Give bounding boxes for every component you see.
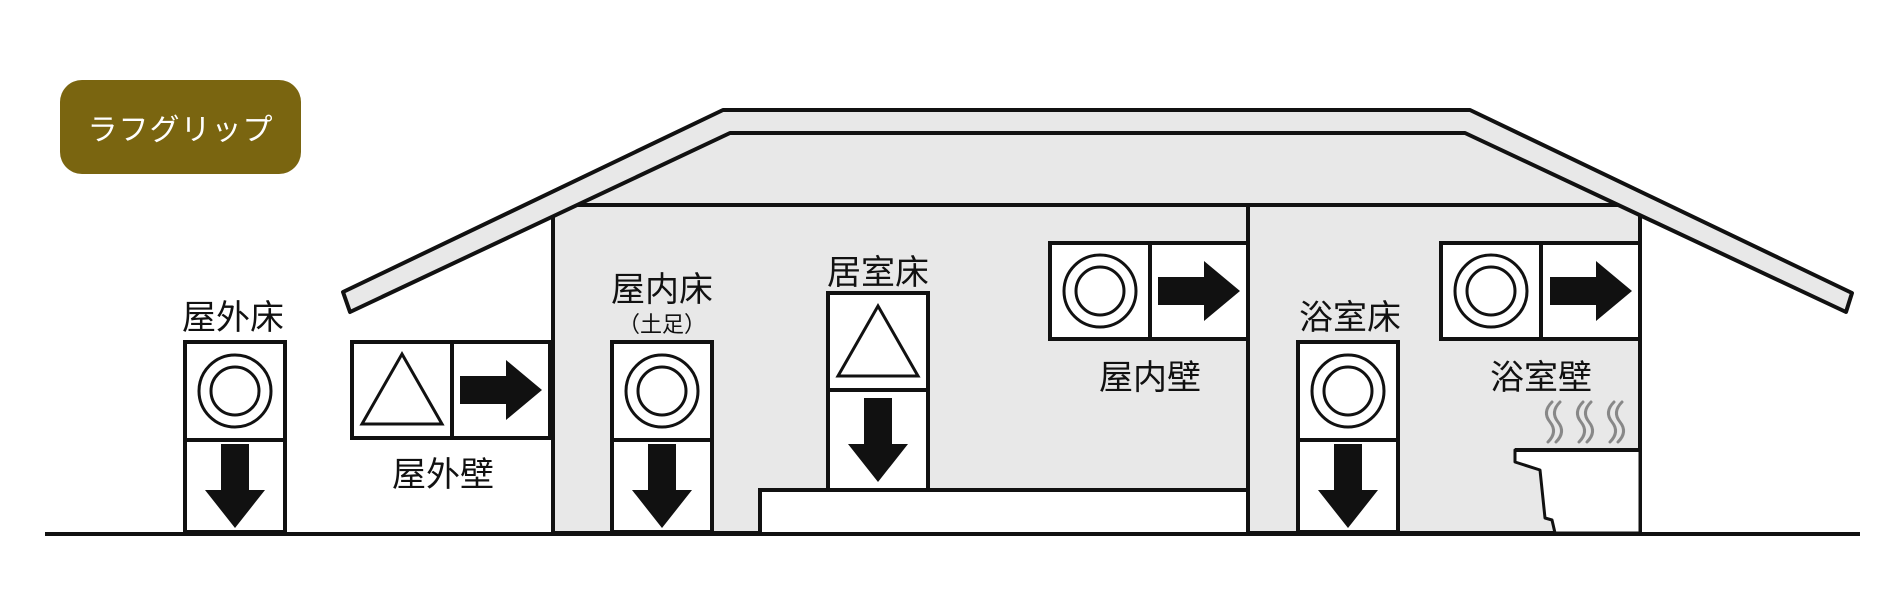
roof <box>341 108 1854 314</box>
living-floor-symbols <box>826 291 930 492</box>
product-badge: ラフグリップ <box>60 80 301 174</box>
double-circle-icon <box>1062 253 1138 329</box>
outdoor-wall-symbols <box>350 340 552 440</box>
double-circle-icon <box>1453 253 1529 329</box>
indoor-floor-label: 屋内床 <box>611 270 713 310</box>
outdoor-floor-symbols <box>183 340 287 534</box>
living-floor-label: 居室床 <box>827 253 929 293</box>
bathtub-icon <box>1513 448 1642 535</box>
indoor-floor-symbols <box>610 340 714 534</box>
bath-wall-symbols <box>1439 241 1642 341</box>
bath-floor-label: 浴室床 <box>1299 298 1401 338</box>
outdoor-floor-label: 屋外床 <box>182 298 284 338</box>
building-attic <box>553 133 1640 205</box>
indoor-wall-label: 屋内壁 <box>1099 358 1201 398</box>
bath-wall-label: 浴室壁 <box>1490 358 1592 398</box>
double-circle-icon <box>624 353 700 429</box>
indoor-wall-symbols <box>1048 241 1250 341</box>
indoor-floor-note: （土足） <box>617 313 707 338</box>
double-circle-icon <box>197 353 273 429</box>
outdoor-wall-label: 屋外壁 <box>392 455 494 495</box>
steam-icon <box>1545 400 1625 444</box>
product-name: ラフグリップ <box>87 113 274 148</box>
double-circle-icon <box>1310 353 1386 429</box>
bath-floor-symbols <box>1296 340 1400 534</box>
